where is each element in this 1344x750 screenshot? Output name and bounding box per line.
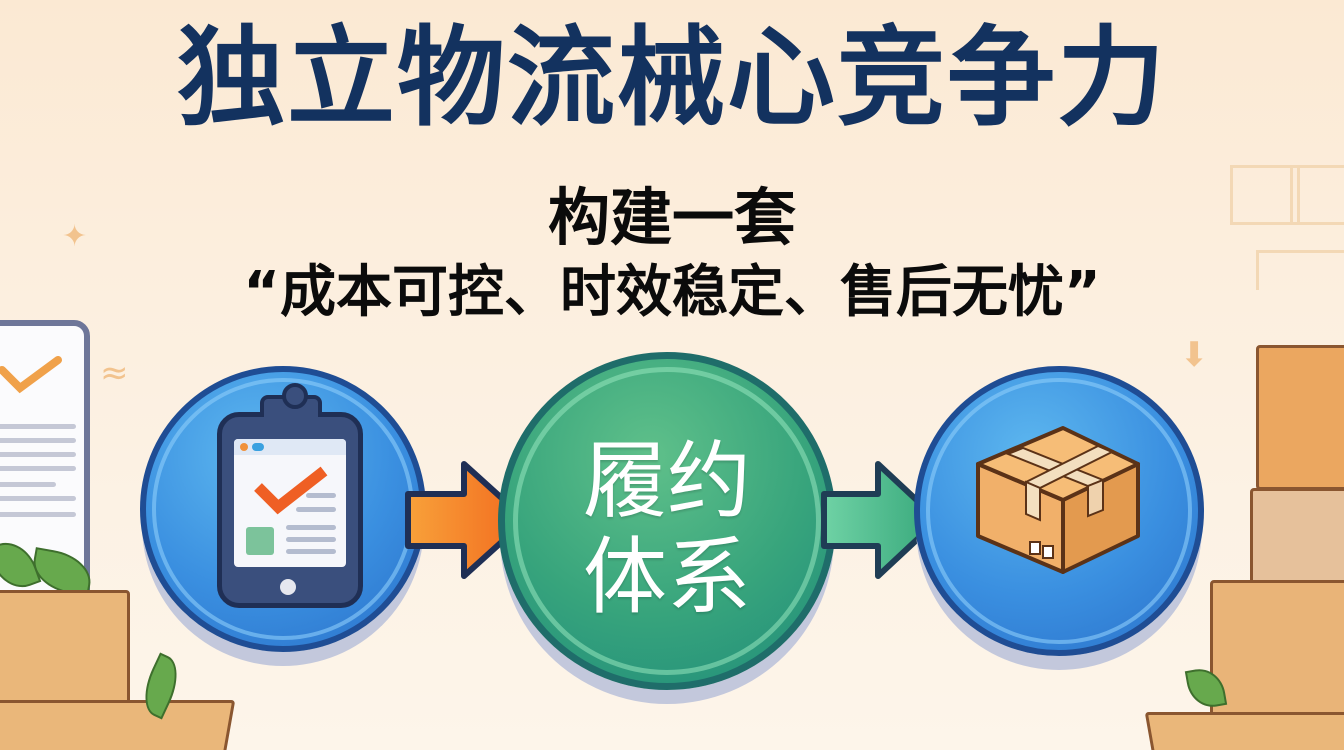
fulfillment-step-circle: 履约 体系 bbox=[498, 352, 836, 690]
cardboard-box-decoration bbox=[0, 590, 130, 720]
tablet-checklist-icon bbox=[217, 383, 363, 608]
subtitle-line-1: 构建一套 bbox=[547, 181, 796, 254]
wall-grid-decoration bbox=[1230, 165, 1300, 225]
check-icon bbox=[254, 466, 328, 515]
page-title: 独立物流械心竞争力 bbox=[176, 16, 1167, 141]
cardboard-box-decoration bbox=[0, 700, 236, 750]
check-icon bbox=[0, 356, 62, 394]
home-button-icon bbox=[280, 579, 296, 595]
wall-grid-decoration bbox=[1256, 250, 1344, 290]
down-arrow-icon: ⬇ bbox=[1180, 335, 1209, 375]
fulfillment-label-line-1: 履约 bbox=[582, 432, 751, 530]
orange-arrow-icon bbox=[402, 458, 532, 582]
clip-icon bbox=[260, 383, 322, 417]
cardboard-box-decoration bbox=[1210, 580, 1344, 720]
tablet-screen bbox=[234, 439, 346, 567]
cardboard-box-decoration bbox=[1144, 712, 1344, 750]
subtitle-line-2: “成本可控、时效稳定、售后无忧” bbox=[243, 260, 1101, 325]
cardboard-box-decoration bbox=[1250, 488, 1344, 588]
wall-grid-decoration bbox=[1290, 165, 1344, 225]
wave-icon: ≈ bbox=[100, 353, 129, 393]
checkbox-icon bbox=[246, 527, 274, 555]
package-box-icon bbox=[968, 424, 1158, 598]
green-arrow-icon bbox=[818, 458, 944, 582]
fulfillment-label-line-2: 体系 bbox=[582, 528, 751, 626]
cardboard-box-decoration bbox=[1256, 345, 1344, 490]
sparkle-icon: ✦ bbox=[62, 219, 88, 254]
